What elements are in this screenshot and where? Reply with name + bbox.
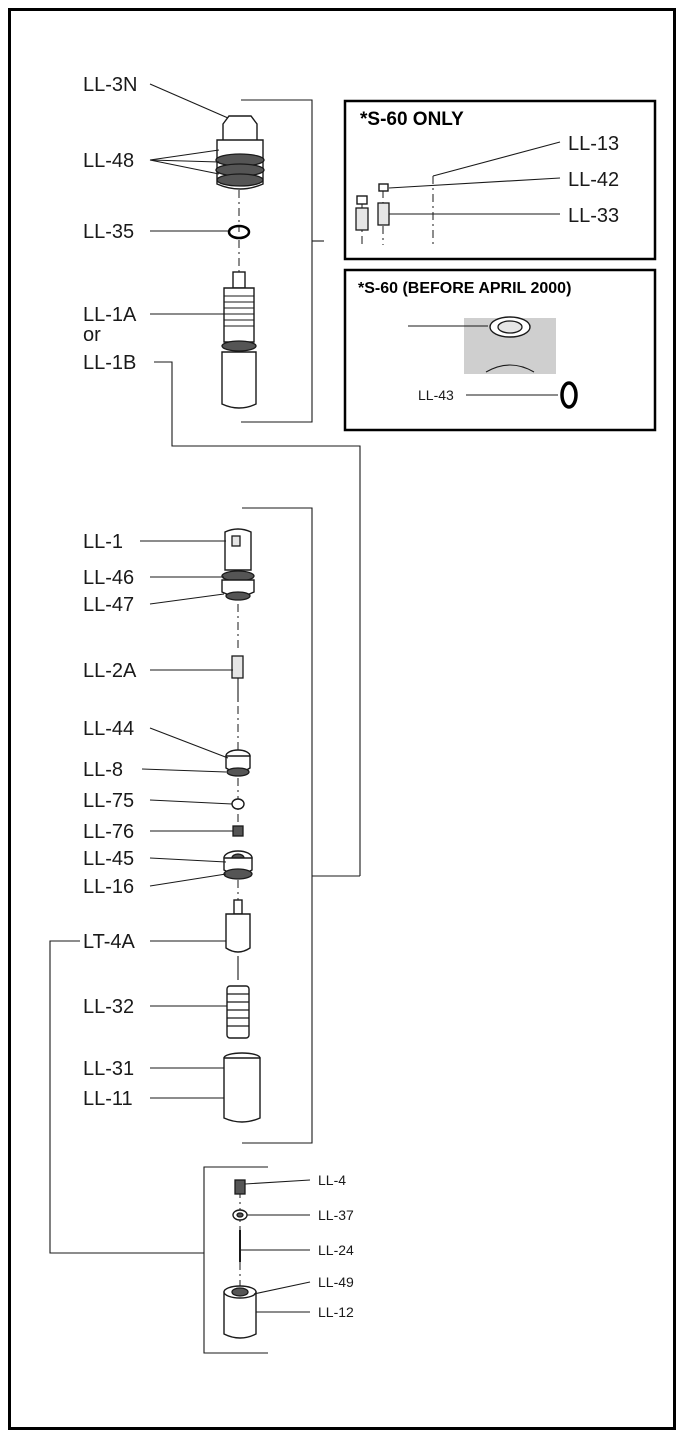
label-ll-16: LL-16 xyxy=(83,876,134,898)
label-ll-31: LL-31 xyxy=(83,1058,134,1080)
inset-s60-only-title: *S-60 ONLY xyxy=(360,109,464,130)
label-ll-24: LL-24 xyxy=(318,1242,354,1258)
label-ll-75: LL-75 xyxy=(83,790,134,812)
label-ll-33: LL-33 xyxy=(568,205,619,227)
top-group: LL-3N LL-48 LL-35 LL-1A or LL-1B xyxy=(83,74,361,876)
label-or: or xyxy=(83,324,101,346)
label-ll-42: LL-42 xyxy=(568,169,619,191)
label-ll-76: LL-76 xyxy=(83,821,134,843)
label-ll-45: LL-45 xyxy=(83,848,134,870)
label-lt-4a: LT-4A xyxy=(83,931,136,953)
inset-s60-before-april-2000: *S-60 (BEFORE APRIL 2000) LL-43 xyxy=(343,268,657,432)
middle-group: LL-1 LL-46 LL-47 LL-2A LL-44 LL-8 LL-75 … xyxy=(49,507,360,1254)
label-ll-13: LL-13 xyxy=(568,133,619,155)
inset-before-title: *S-60 (BEFORE APRIL 2000) xyxy=(358,280,571,297)
label-ll-48: LL-48 xyxy=(83,150,134,172)
label-ll-11: LL-11 xyxy=(83,1088,133,1110)
label-ll-3n: LL-3N xyxy=(83,74,137,96)
label-ll-4: LL-4 xyxy=(318,1172,346,1188)
bottom-group: LL-4 LL-37 LL-24 LL-49 LL-12 xyxy=(203,1166,354,1354)
label-ll-43: LL-43 xyxy=(418,387,454,403)
label-ll-35: LL-35 xyxy=(83,221,134,243)
label-ll-32: LL-32 xyxy=(83,996,134,1018)
label-ll-12: LL-12 xyxy=(318,1304,354,1320)
label-ll-8: LL-8 xyxy=(83,759,123,781)
inset-s60-only: *S-60 ONLY LL-13 LL-42 LL-33 xyxy=(343,99,657,261)
label-ll-2a: LL-2A xyxy=(83,660,137,682)
label-ll-46: LL-46 xyxy=(83,567,134,589)
label-ll-1a: LL-1A xyxy=(83,304,137,326)
label-ll-1b: LL-1B xyxy=(83,352,136,374)
label-ll-1: LL-1 xyxy=(83,531,123,553)
label-ll-47: LL-47 xyxy=(83,594,134,616)
label-ll-49: LL-49 xyxy=(318,1274,354,1290)
label-ll-37: LL-37 xyxy=(318,1207,354,1223)
label-ll-44: LL-44 xyxy=(83,718,134,740)
